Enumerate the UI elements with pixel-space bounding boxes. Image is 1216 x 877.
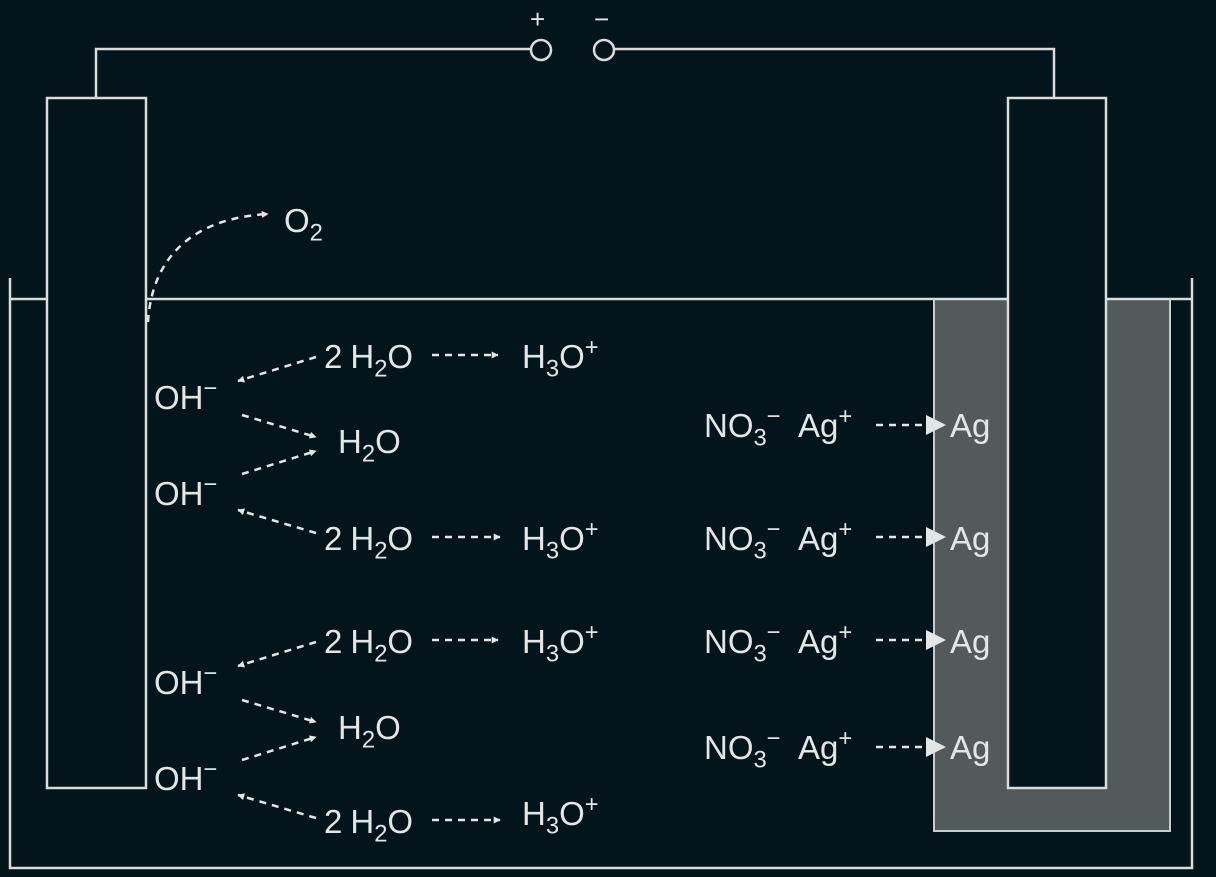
wire-positive bbox=[94, 47, 531, 98]
water-label: H2O bbox=[338, 423, 401, 468]
silver-ion-label: Ag+ bbox=[798, 724, 853, 766]
silver-label: Ag bbox=[950, 407, 991, 444]
silver-label: Ag bbox=[950, 520, 991, 557]
negative-sign: − bbox=[594, 4, 610, 34]
positive-terminal bbox=[529, 38, 553, 62]
arrow-oh-to-h2o bbox=[241, 698, 317, 724]
arrow-oh-to-h2o bbox=[241, 449, 317, 476]
hydronium-label: H3O+ bbox=[522, 790, 599, 840]
silver-ion-label: Ag+ bbox=[798, 402, 853, 444]
hydroxide-label: OH− bbox=[154, 659, 218, 701]
hydronium-label: H3O+ bbox=[522, 618, 599, 668]
negative-terminal bbox=[592, 38, 616, 62]
hydroxide-label: OH− bbox=[154, 374, 218, 416]
silver-label: Ag bbox=[950, 729, 991, 766]
arrow-oh-to-h2o bbox=[241, 735, 317, 762]
arrow-h2o-to-oh bbox=[237, 355, 317, 383]
nitrate-label: NO3− bbox=[704, 402, 781, 452]
arrow-o2 bbox=[146, 210, 269, 323]
arrow-h2o-to-oh bbox=[237, 508, 317, 535]
hydronium-label: H3O+ bbox=[522, 515, 599, 565]
nitrate-label: NO3− bbox=[704, 618, 781, 668]
anode-electrode bbox=[45, 96, 148, 790]
silver-ion-label: Ag+ bbox=[798, 515, 853, 557]
nitrate-label: NO3− bbox=[704, 515, 781, 565]
hydronium-label: H3O+ bbox=[522, 333, 599, 383]
cathode-electrode bbox=[1006, 96, 1108, 790]
silver-label: Ag bbox=[950, 623, 991, 660]
oxygen-label: O2 bbox=[284, 202, 323, 247]
arrow-h2o-to-oh bbox=[237, 793, 317, 820]
water-label: H2O bbox=[338, 709, 401, 754]
arrow-oh-to-h2o bbox=[241, 413, 317, 439]
arrow-h2o-to-oh bbox=[237, 640, 317, 668]
positive-sign: + bbox=[530, 4, 546, 34]
silver-ion-label: Ag+ bbox=[798, 618, 853, 660]
beaker bbox=[8, 278, 1194, 870]
hydroxide-label: OH− bbox=[154, 755, 218, 797]
hydroxide-label: OH− bbox=[154, 470, 218, 512]
nitrate-label: NO3− bbox=[704, 724, 781, 774]
wire-negative bbox=[614, 47, 1056, 98]
